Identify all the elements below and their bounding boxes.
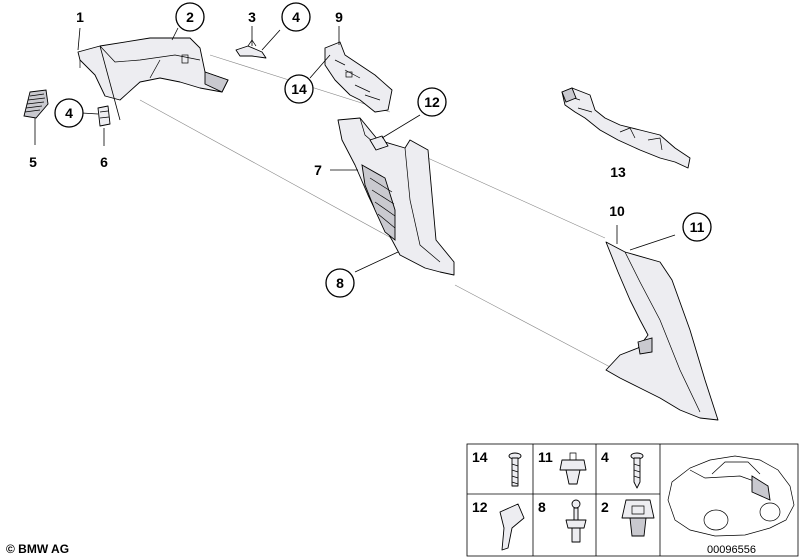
svg-text:14: 14 [291, 81, 307, 97]
callout-14: 14 [284, 74, 314, 104]
label-1: 1 [76, 9, 84, 25]
part-13-bracket [561, 87, 691, 169]
callout-8: 8 [325, 268, 355, 298]
svg-text:11: 11 [690, 219, 705, 235]
leader-lines [34, 26, 676, 273]
copyright-text: © BMW AG [6, 542, 69, 556]
clip-2-icon [621, 499, 655, 537]
label-6: 6 [100, 154, 108, 170]
part-12-clip [369, 135, 389, 151]
part-2-upper-trim [77, 37, 229, 101]
part-10-11-c-pillar [605, 241, 719, 421]
table-label-11: 11 [538, 449, 553, 465]
car-outline-icon [667, 455, 795, 537]
label-9: 9 [335, 9, 343, 25]
svg-text:4: 4 [65, 105, 73, 121]
table-label-12: 12 [472, 499, 488, 515]
label-5: 5 [29, 154, 37, 170]
plain-labels: 1 3 5 6 7 9 10 13 [29, 9, 626, 219]
image-number: 00096556 [707, 544, 756, 556]
clip-12-icon [499, 503, 525, 551]
callout-4-left: 4 [54, 98, 84, 128]
callout-12: 12 [417, 87, 447, 117]
part-5-grille-cap [23, 89, 49, 119]
svg-text:8: 8 [336, 275, 344, 291]
fastener-table: 14 11 4 12 8 2 [466, 443, 799, 557]
part-7-pillar-trim [337, 117, 455, 276]
table-label-4: 4 [601, 449, 609, 465]
table-label-2: 2 [601, 499, 609, 515]
table-label-8: 8 [538, 499, 546, 515]
circled-callouts: 2 4 4 14 12 8 11 [54, 2, 712, 298]
screw-4-icon [630, 452, 644, 489]
label-3: 3 [248, 9, 256, 25]
label-7: 7 [314, 162, 322, 178]
rivet-8-icon [565, 499, 587, 543]
screw-14-icon [508, 452, 522, 487]
part-3-clip [235, 39, 267, 59]
label-10: 10 [609, 203, 625, 219]
table-label-14: 14 [472, 449, 488, 465]
part-6-clip [97, 105, 111, 127]
part-9-bracket [324, 41, 393, 113]
svg-text:4: 4 [292, 9, 300, 25]
label-13: 13 [610, 164, 626, 180]
svg-text:2: 2 [186, 9, 194, 25]
svg-text:12: 12 [424, 94, 440, 110]
callout-11: 11 [682, 212, 712, 242]
callout-4-top: 4 [281, 2, 311, 32]
clip-11-icon [559, 452, 587, 485]
callout-2: 2 [175, 2, 205, 32]
